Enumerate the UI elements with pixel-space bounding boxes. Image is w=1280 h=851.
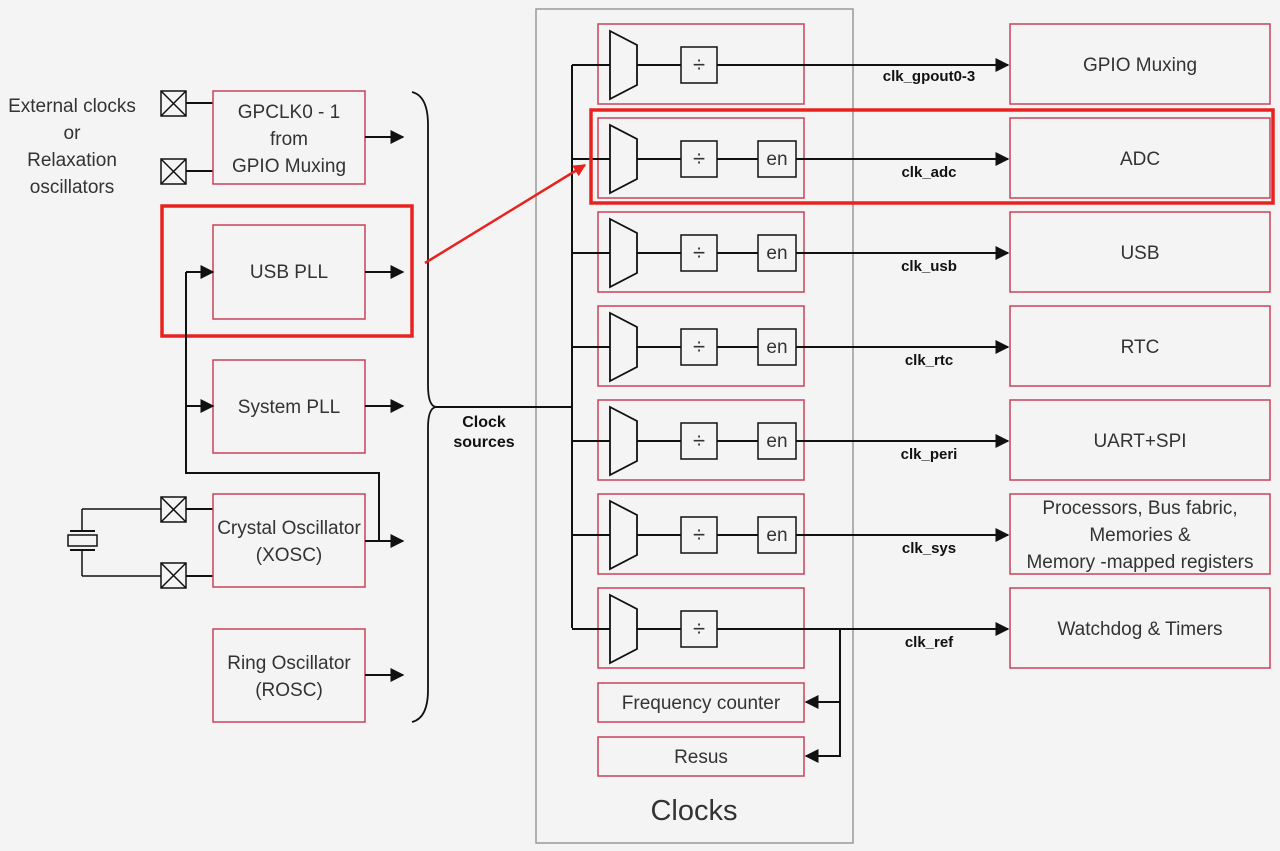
dest-uart-box <box>1009 399 1271 481</box>
clocks-title: Clocks <box>650 795 737 827</box>
svg-text:or: or <box>64 123 82 144</box>
dest-usb-label: USB <box>1120 243 1159 264</box>
enable-label: en <box>766 431 787 452</box>
clock-sources-label: Clock <box>462 414 506 431</box>
clock-sources-brace <box>411 91 437 723</box>
rosc-label: Ring Oscillator <box>227 653 351 674</box>
xosc-label: (XOSC) <box>256 545 323 566</box>
svg-text:Relaxation: Relaxation <box>27 150 117 171</box>
signal-usb-label: clk_usb <box>901 258 957 275</box>
xosc-box <box>212 493 366 588</box>
dest-adc-box <box>1009 117 1271 199</box>
clocks-block <box>535 8 854 844</box>
rosc-label: (ROSC) <box>255 680 323 701</box>
svg-text:External clocks: External clocks <box>8 96 136 117</box>
divider-icon <box>680 610 718 648</box>
crystal-icon <box>67 508 161 577</box>
signal-sys-label: clk_sys <box>902 540 956 557</box>
mux-icon <box>609 499 638 571</box>
frequency-counter-box <box>597 682 805 723</box>
divider-symbol: ÷ <box>693 428 705 453</box>
system-pll-label: System PLL <box>238 397 340 418</box>
resus-box <box>597 736 805 777</box>
gpclk-pin-icon <box>160 90 187 117</box>
highlight-arrow <box>424 163 587 265</box>
system-pll-box <box>212 359 366 454</box>
divider-symbol: ÷ <box>693 522 705 547</box>
signal-rtc-label: clk_rtc <box>905 352 953 369</box>
frequency-counter-label: Frequency counter <box>622 693 781 714</box>
dest-gpio-label: GPIO Muxing <box>1083 55 1197 76</box>
enable-label: en <box>766 243 787 264</box>
dest-rtc-box <box>1009 305 1271 387</box>
external-clocks-label: External clocks or Relaxation oscillator… <box>8 96 136 198</box>
signal-gpout-label: clk_gpout0-3 <box>883 68 976 85</box>
divider-icon <box>680 234 718 272</box>
mux-icon <box>609 29 638 101</box>
mux-icon <box>609 593 638 665</box>
resus-label: Resus <box>674 747 728 768</box>
usb-pll-label: USB PLL <box>250 262 328 283</box>
dest-proc-label: Memory -mapped registers <box>1026 552 1253 573</box>
svg-text:oscillators: oscillators <box>30 177 114 198</box>
signal-peri-label: clk_peri <box>901 446 958 463</box>
xosc-pin-icon <box>160 562 187 589</box>
gpclk-pin-icon <box>160 158 187 185</box>
dest-gpio-box <box>1009 23 1271 105</box>
dest-proc-label: Processors, Bus fabric, <box>1042 498 1237 519</box>
dest-wdt-box <box>1009 587 1271 669</box>
dest-usb-box <box>1009 211 1271 293</box>
mux-icon <box>609 405 638 477</box>
mux-icon <box>609 217 638 289</box>
mux-icon <box>609 123 638 195</box>
clock-sources-label: sources <box>453 434 514 451</box>
divider-symbol: ÷ <box>693 616 705 641</box>
gpclk-label: GPCLK0 - 1 <box>238 102 340 123</box>
gpclk-source-box <box>212 90 366 185</box>
divider-icon <box>680 516 718 554</box>
dest-rtc-label: RTC <box>1121 337 1160 358</box>
enable-label: en <box>766 337 787 358</box>
dest-adc-label: ADC <box>1120 149 1160 170</box>
dest-uart-label: UART+SPI <box>1093 431 1186 452</box>
divider-symbol: ÷ <box>693 146 705 171</box>
gpclk-label: GPIO Muxing <box>232 156 346 177</box>
enable-gate <box>757 328 797 366</box>
divider-symbol: ÷ <box>693 334 705 359</box>
dest-proc-label: Memories & <box>1089 525 1191 546</box>
usb-pll-highlight <box>160 204 414 338</box>
mux-icon <box>609 311 638 383</box>
signal-adc-label: clk_adc <box>901 164 956 181</box>
signal-ref-label: clk_ref <box>905 634 954 651</box>
enable-label: en <box>766 525 787 546</box>
dest-proc-box <box>1009 493 1271 575</box>
gpclk-label: from <box>270 129 308 150</box>
enable-gate <box>757 516 797 554</box>
xosc-pin-icon <box>160 496 187 523</box>
enable-label: en <box>766 149 787 170</box>
divider-symbol: ÷ <box>693 52 705 77</box>
divider-icon <box>680 140 718 178</box>
enable-gate <box>757 140 797 178</box>
dest-wdt-label: Watchdog & Timers <box>1057 619 1222 640</box>
enable-gate <box>757 234 797 272</box>
rosc-box <box>212 628 366 723</box>
xosc-label: Crystal Oscillator <box>217 518 361 539</box>
divider-symbol: ÷ <box>693 240 705 265</box>
adc-row-highlight <box>589 108 1275 205</box>
